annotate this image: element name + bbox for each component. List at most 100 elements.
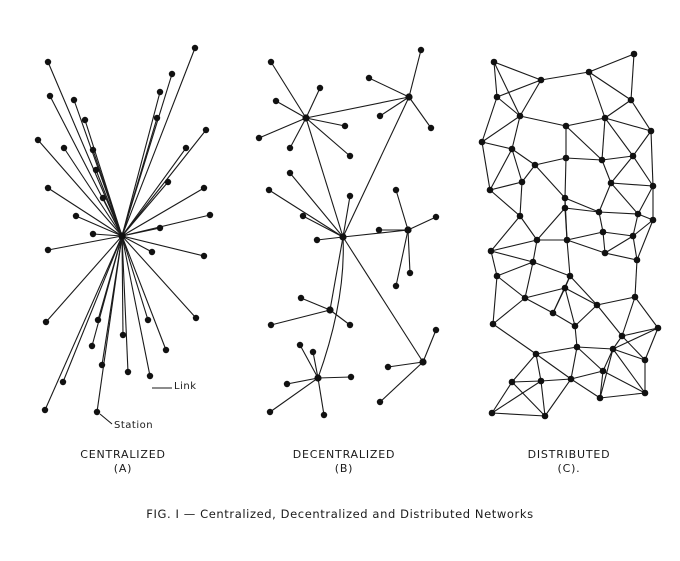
decentralized-station: [341, 122, 349, 130]
distributed-link: [511, 380, 542, 383]
decentralized-link: [275, 100, 307, 119]
centralized-station: [89, 146, 97, 154]
decentralized-station: [297, 294, 305, 302]
annotation-leaders: [99, 387, 172, 425]
distributed-station: [521, 294, 529, 302]
decentralized-link: [379, 96, 410, 117]
distributed-link: [496, 79, 542, 98]
label-decentralized-letter: (B): [334, 462, 354, 475]
label-distributed-title: DISTRIBUTED: [527, 448, 611, 461]
decentralized-station: [406, 269, 414, 277]
centralized-hub: [118, 232, 126, 240]
decentralized-link: [316, 236, 344, 241]
decentralized-link: [407, 216, 437, 231]
decentralized-link: [312, 351, 319, 379]
centralized-link: [121, 91, 161, 237]
distributed-link: [565, 157, 603, 161]
distributed-link: [496, 96, 521, 117]
distributed-link: [544, 378, 572, 417]
centralized-link: [121, 235, 205, 257]
distributed-link: [565, 117, 606, 127]
distributed-station: [562, 154, 570, 162]
centralized-link: [62, 235, 123, 383]
distributed-station: [599, 228, 607, 236]
decentralized-link: [300, 297, 331, 311]
distributed-link: [632, 155, 654, 187]
distributed-station: [630, 50, 638, 58]
distributed-station: [518, 178, 526, 186]
distributed-station: [561, 284, 569, 292]
distributed-station: [607, 179, 615, 187]
distributed-link: [552, 275, 571, 314]
centralized-station: [93, 408, 101, 416]
decentralized-link: [342, 195, 351, 238]
distributed-station: [549, 309, 557, 317]
centralized-station: [153, 114, 161, 122]
centralized-station: [144, 316, 152, 324]
distributed-link: [492, 323, 537, 355]
centralized-station: [89, 230, 97, 238]
centralized-station: [148, 248, 156, 256]
decentralized-station: [265, 186, 273, 194]
decentralized-link: [269, 377, 319, 413]
distributed-link: [602, 231, 606, 254]
distributed-station: [531, 161, 539, 169]
decentralized-station: [376, 398, 384, 406]
decentralized-link: [387, 361, 424, 368]
distributed-link: [576, 346, 614, 350]
distributed-station: [529, 258, 537, 266]
distributed-link: [492, 275, 498, 325]
centralized-link: [96, 235, 123, 413]
distributed-link: [540, 378, 572, 382]
distributed-link: [634, 296, 659, 329]
distributed-link: [596, 304, 623, 337]
centralized-station: [92, 166, 100, 174]
distributed-link: [604, 252, 638, 261]
decentralized-hub-link: [305, 117, 344, 238]
decentralized-hub-link: [342, 96, 410, 238]
distributed-station: [641, 389, 649, 397]
distributed-link: [489, 189, 521, 217]
centralized-link: [121, 235, 151, 377]
centralized-station: [192, 314, 200, 322]
distributed-link: [574, 304, 598, 327]
distributed-link: [574, 325, 578, 348]
distributed-station: [654, 324, 662, 332]
decentralized-station: [320, 411, 328, 419]
distributed-link: [612, 327, 659, 350]
distributed-link: [481, 141, 513, 150]
distributed-station: [562, 122, 570, 130]
decentralized-link: [422, 329, 437, 363]
distributed-link: [521, 164, 536, 183]
decentralized-link: [299, 344, 319, 379]
distributed-station: [609, 345, 617, 353]
centralized-link: [121, 147, 187, 237]
centralized-station: [41, 406, 49, 414]
distributed-station: [641, 356, 649, 364]
distributed-link: [564, 157, 567, 199]
distributed-link: [632, 219, 654, 237]
distributed-station: [647, 127, 655, 135]
distributed-station: [493, 272, 501, 280]
distributed-station: [537, 377, 545, 385]
centralized-station: [156, 88, 164, 96]
decentralized-hub-link: [342, 229, 409, 238]
distributed-link: [535, 353, 542, 382]
distributed-station: [486, 186, 494, 194]
distributed-link: [566, 239, 571, 277]
decentralized-link: [270, 309, 331, 326]
distributed-station: [649, 216, 657, 224]
distributed-link: [496, 275, 526, 299]
distributed-link: [598, 211, 604, 233]
centralized-station: [99, 194, 107, 202]
distributed-link: [601, 117, 606, 161]
distributed-link: [632, 235, 638, 261]
distributed-station: [532, 350, 540, 358]
centralized-station: [72, 212, 80, 220]
centralized-link: [92, 233, 123, 237]
distributed-link: [511, 353, 537, 383]
distributed-link: [536, 207, 566, 241]
decentralized-station: [346, 152, 354, 160]
decentralized-link: [286, 377, 319, 385]
distributed-link: [490, 250, 498, 277]
